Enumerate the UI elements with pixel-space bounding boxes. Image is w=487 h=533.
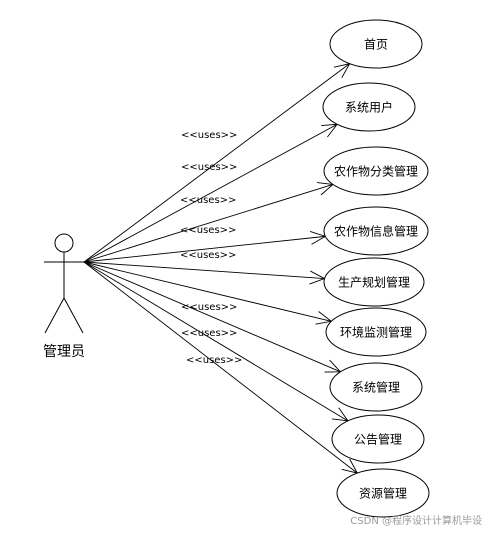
use-case-ellipse bbox=[329, 362, 423, 412]
uses-stereotype-label: <<uses>> bbox=[180, 225, 236, 236]
actor-head bbox=[54, 233, 74, 253]
association-line-notice-manage bbox=[83, 261, 349, 422]
association-line-crop-info bbox=[83, 235, 326, 263]
use-case-ellipse bbox=[329, 19, 423, 69]
use-case-production-plan: 生产规划管理 bbox=[323, 257, 425, 307]
use-case-label: 生产规划管理 bbox=[338, 275, 410, 290]
uses-stereotype-label: <<uses>> bbox=[180, 195, 236, 206]
use-case-label: 农作物信息管理 bbox=[334, 224, 418, 239]
actor-right-leg bbox=[63, 297, 84, 334]
use-case-ellipse bbox=[325, 307, 427, 357]
use-case-ellipse bbox=[323, 257, 425, 307]
use-case-crop-category: 农作物分类管理 bbox=[323, 146, 429, 196]
actor-left-leg bbox=[44, 297, 65, 334]
use-case-ellipse bbox=[336, 468, 430, 518]
use-case-env-monitor: 环境监测管理 bbox=[325, 307, 427, 357]
use-case-label: 系统用户 bbox=[345, 100, 393, 115]
association-line-home bbox=[83, 63, 350, 263]
use-case-ellipse bbox=[322, 82, 416, 132]
uses-stereotype-label: <<uses>> bbox=[181, 130, 237, 141]
uses-stereotype-label: <<uses>> bbox=[181, 162, 237, 173]
use-case-label: 系统管理 bbox=[352, 380, 400, 395]
use-case-label: 农作物分类管理 bbox=[334, 164, 418, 179]
use-case-label: 环境监测管理 bbox=[340, 325, 412, 340]
use-case-home: 首页 bbox=[329, 19, 423, 69]
uses-stereotype-label: <<uses>> bbox=[180, 250, 236, 261]
use-case-system-users: 系统用户 bbox=[322, 82, 416, 132]
uses-stereotype-label: <<uses>> bbox=[186, 355, 242, 366]
watermark: CSDN @程序设计计算机毕设 bbox=[350, 514, 482, 527]
actor-label: 管理员 bbox=[43, 344, 85, 360]
arrowhead-system-users bbox=[321, 123, 339, 138]
actor: 管理员 bbox=[43, 233, 85, 360]
use-case-resource-manage: 资源管理 bbox=[336, 468, 430, 518]
use-case-crop-info: 农作物信息管理 bbox=[323, 206, 429, 256]
association-line-crop-category bbox=[83, 184, 334, 263]
use-case-ellipse bbox=[323, 146, 429, 196]
arrowhead-notice-manage bbox=[331, 407, 349, 422]
use-case-label: 资源管理 bbox=[359, 486, 407, 501]
associations: <<uses>> <<uses>> <<uses>> <<uses>> <<uses>>… bbox=[83, 63, 359, 474]
use-case-label: 首页 bbox=[364, 38, 388, 52]
use-case-ellipse bbox=[331, 414, 425, 464]
use-cases: 首页系统用户农作物分类管理农作物信息管理生产规划管理环境监测管理系统管理公告管理… bbox=[322, 19, 430, 518]
uses-stereotype-label: <<uses>> bbox=[181, 302, 237, 313]
uses-stereotype-label: <<uses>> bbox=[181, 328, 237, 339]
association-line-system-users bbox=[83, 123, 338, 263]
use-case-system-manage: 系统管理 bbox=[329, 362, 423, 412]
association-line-system-manage bbox=[83, 261, 341, 373]
association-line-resource-manage bbox=[83, 261, 358, 474]
association-line-production-plan bbox=[83, 261, 325, 280]
use-case-notice-manage: 公告管理 bbox=[331, 414, 425, 464]
use-case-label: 公告管理 bbox=[354, 432, 402, 447]
use-case-ellipse bbox=[323, 206, 429, 256]
association-line-env-monitor bbox=[83, 261, 332, 322]
